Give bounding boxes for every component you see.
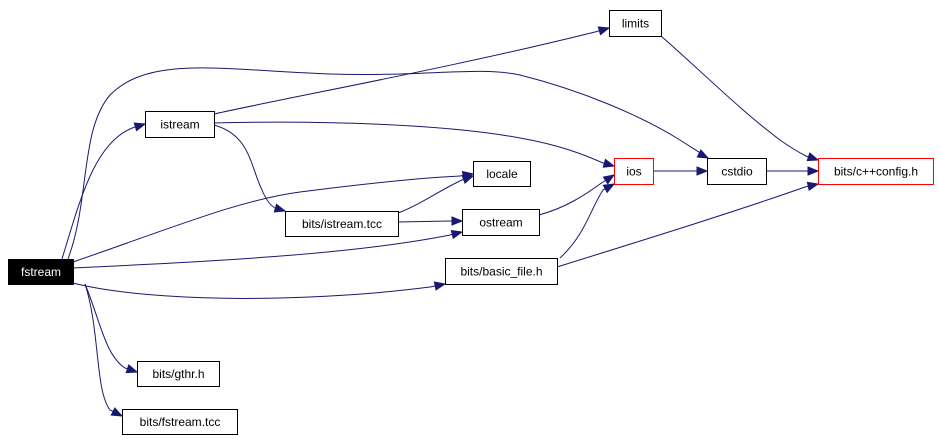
edge-line <box>84 283 123 417</box>
node-label: bits/fstream.tcc <box>140 415 221 429</box>
arrowhead <box>597 26 611 36</box>
node-label: bits/gthr.h <box>152 367 204 381</box>
node-box <box>818 158 934 185</box>
node-config[interactable]: bits/c++config.h <box>818 158 934 185</box>
node-box <box>614 158 654 185</box>
edge-line <box>213 121 615 167</box>
arrowhead <box>602 158 616 168</box>
arrowhead <box>450 229 464 240</box>
node-ostream[interactable]: ostream <box>462 209 540 236</box>
edge-line <box>660 35 819 161</box>
node-label: locale <box>486 167 518 181</box>
edge-fstream-to-basic_file <box>72 281 447 299</box>
edge-fstream-to-gthr <box>84 283 139 374</box>
edge-ostream-to-ios <box>538 174 616 216</box>
node-label: ios <box>626 165 641 179</box>
node-limits[interactable]: limits <box>609 10 662 37</box>
arrowhead <box>461 175 475 185</box>
arrowhead <box>273 203 287 213</box>
edge-line <box>559 183 615 259</box>
node-label: bits/c++config.h <box>834 165 918 179</box>
node-locale[interactable]: locale <box>473 161 531 187</box>
node-fstream[interactable]: fstream <box>8 259 74 285</box>
edge-limits-to-config <box>660 35 820 162</box>
edge-istream-to-istream_tcc <box>213 124 287 213</box>
arrowhead <box>451 216 464 226</box>
node-box <box>8 259 74 285</box>
edge-istream-to-ios <box>213 121 616 168</box>
edge-line <box>61 123 146 260</box>
edge-ios-to-cstdio <box>653 166 709 176</box>
node-box <box>609 10 662 37</box>
edge-istream_tcc-to-locale <box>397 175 475 214</box>
edge-istream_tcc-to-ostream <box>397 216 464 226</box>
node-istream[interactable]: istream <box>145 111 215 138</box>
node-box <box>445 258 558 285</box>
arrowhead <box>125 364 139 374</box>
edge-line <box>538 174 615 216</box>
edge-cstdio-to-config <box>766 166 820 176</box>
arrowhead <box>602 174 616 185</box>
edge-istream-to-limits <box>213 26 611 115</box>
edge-fstream-to-ostream <box>72 229 464 269</box>
edge-line <box>556 183 819 268</box>
edge-line <box>67 67 709 260</box>
node-basic-file[interactable]: bits/basic_file.h <box>445 258 558 285</box>
arrowhead <box>433 281 447 291</box>
node-box <box>473 161 531 187</box>
node-cstdio[interactable]: cstdio <box>707 158 767 185</box>
nodes-layer: fstream istream limits locale bits/istream.t… <box>8 10 934 435</box>
edge-fstream-to-fstream_tcc <box>84 283 124 417</box>
node-label: fstream <box>21 265 61 279</box>
node-label: cstdio <box>721 165 753 179</box>
arrowhead <box>133 122 147 132</box>
node-label: ostream <box>479 216 522 230</box>
arrowhead <box>602 183 616 194</box>
arrowhead <box>806 152 820 162</box>
edge-fstream-to-locale <box>72 170 475 263</box>
node-box <box>145 111 215 138</box>
node-label: limits <box>622 17 649 31</box>
node-label: bits/istream.tcc <box>302 217 382 231</box>
node-label: bits/basic_file.h <box>460 265 542 279</box>
node-ios[interactable]: ios <box>614 158 654 185</box>
arrowhead <box>696 149 710 159</box>
arrowhead <box>110 407 124 417</box>
edge-fstream-to-cstdio <box>67 67 710 260</box>
node-box <box>137 361 220 387</box>
edge-line <box>72 231 463 269</box>
node-box <box>122 409 238 435</box>
edge-line <box>72 282 446 299</box>
arrowhead <box>806 181 820 191</box>
node-label: istream <box>160 118 199 132</box>
node-fstream-tcc[interactable]: bits/fstream.tcc <box>122 409 238 435</box>
arrowhead <box>696 166 709 176</box>
arrowhead <box>807 166 820 176</box>
edge-line <box>72 173 474 263</box>
node-box <box>707 158 767 185</box>
edges-layer <box>61 26 820 417</box>
edge-line <box>397 175 474 214</box>
edge-line <box>213 27 610 115</box>
node-istream-tcc[interactable]: bits/istream.tcc <box>285 211 399 237</box>
node-gthr[interactable]: bits/gthr.h <box>137 361 220 387</box>
edge-line <box>84 283 138 373</box>
node-box <box>462 209 540 236</box>
edge-basic_file-to-config <box>556 181 820 268</box>
node-box <box>285 211 399 237</box>
edge-basic_file-to-ios <box>559 183 616 259</box>
edge-fstream-to-istream <box>61 122 147 260</box>
edge-line <box>213 124 286 212</box>
